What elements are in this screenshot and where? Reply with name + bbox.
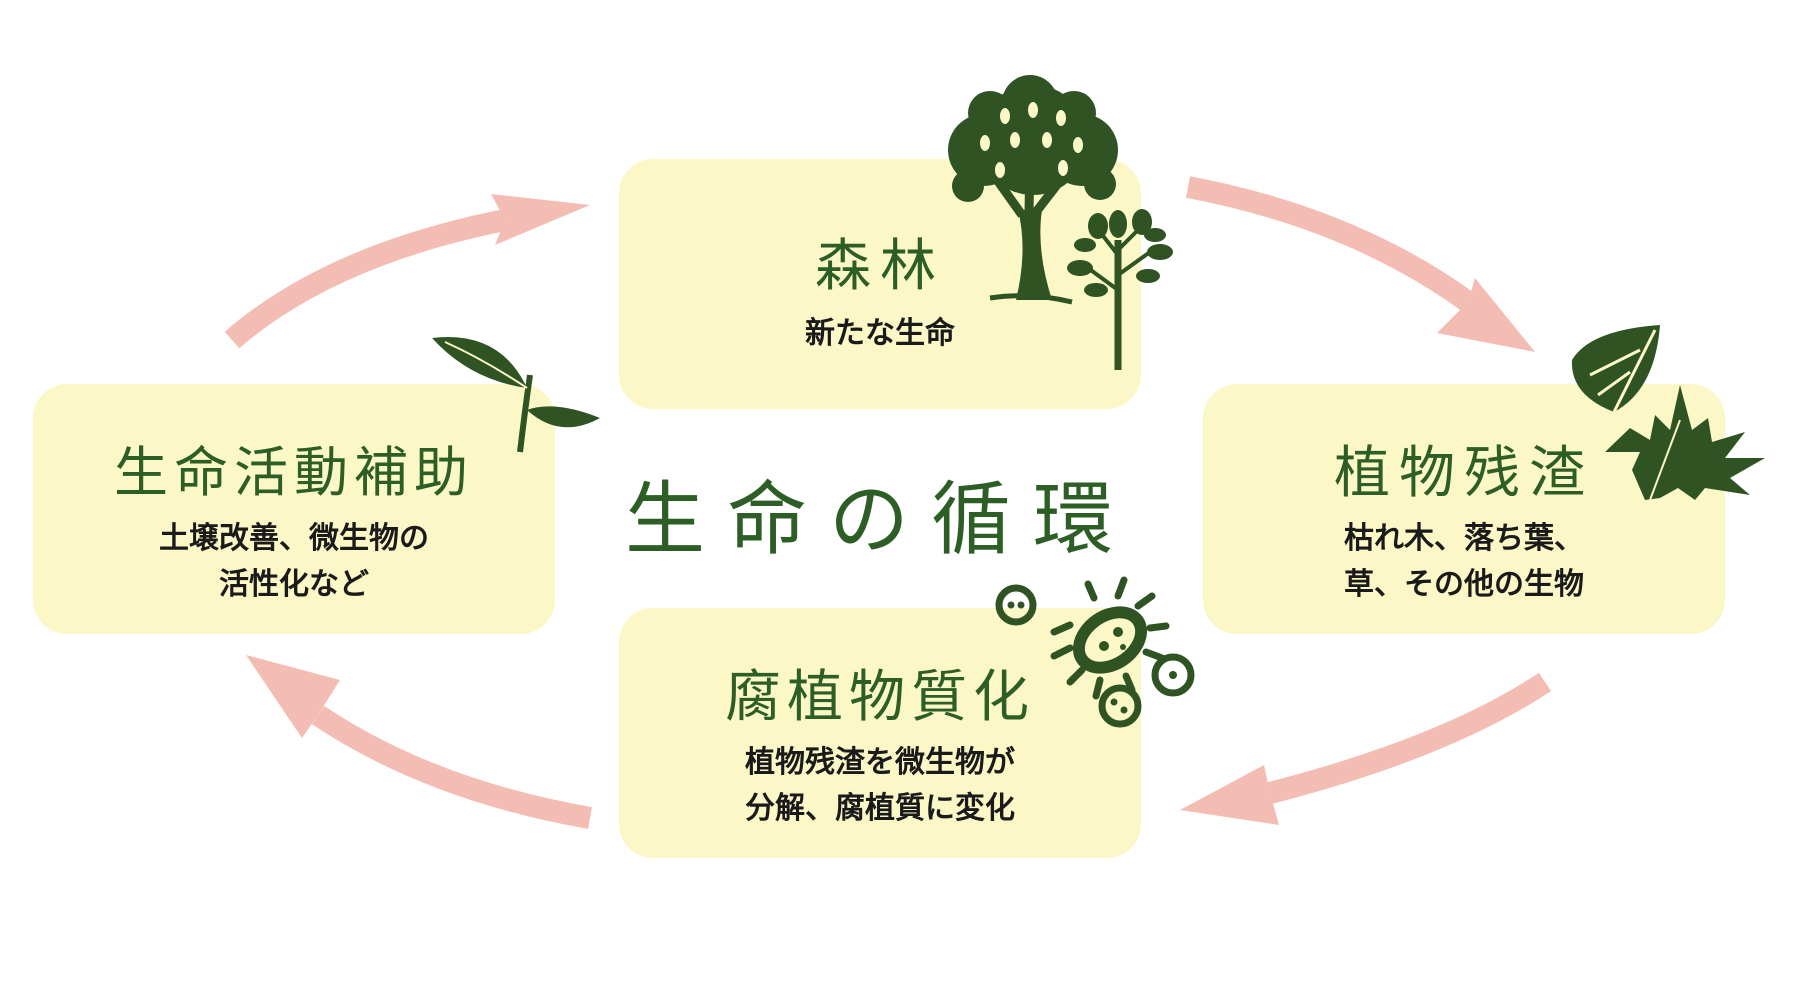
- node-support-desc-line-2: 活性化など: [219, 567, 369, 602]
- arrow-humus-to-support: [311, 705, 592, 829]
- sprout-icon: [432, 337, 600, 453]
- arrow-residue-to-humus: [1267, 672, 1552, 804]
- arrowhead-support-to-forest: [491, 194, 590, 245]
- maple-leaf-icon: [1605, 385, 1765, 501]
- sapling-icon: [1067, 209, 1173, 370]
- node-residue-desc: 枯れ木、落ち葉、 草、その他の生物: [1203, 516, 1725, 608]
- arrow-forest-to-residue: [1185, 176, 1475, 311]
- node-residue-title: 植物残渣: [1334, 441, 1594, 506]
- node-forest-desc-line-1: 新たな生命: [805, 316, 955, 351]
- arrow-support-to-forest: [224, 209, 508, 349]
- node-humus-desc-line-1: 植物残渣を微生物が: [745, 745, 1015, 780]
- microbe-icon: [995, 576, 1195, 728]
- leaf-icon: [1571, 325, 1660, 413]
- center-title: 生命の循環: [625, 473, 1135, 566]
- node-support-desc-line-1: 土壌改善、微生物の: [159, 521, 429, 556]
- node-humus-title: 腐植物質化: [725, 665, 1035, 730]
- arrowhead-forest-to-residue: [1437, 278, 1535, 352]
- node-support-title: 生命活動補助: [114, 441, 474, 504]
- node-support-desc: 土壌改善、微生物の 活性化など: [33, 516, 555, 608]
- node-residue: 植物残渣 枯れ木、落ち葉、 草、その他の生物: [1203, 384, 1725, 634]
- arrowhead-humus-to-support: [246, 655, 340, 738]
- node-forest: 森林 新たな生命: [619, 159, 1141, 409]
- node-forest-desc: 新たな生命: [619, 311, 1141, 357]
- node-humus: 腐植物質化 植物残渣を微生物が 分解、腐植質に変化: [619, 608, 1141, 858]
- node-humus-desc: 植物残渣を微生物が 分解、腐植質に変化: [619, 740, 1141, 832]
- node-support: 生命活動補助 土壌改善、微生物の 活性化など: [33, 384, 555, 634]
- node-humus-desc-line-2: 分解、腐植質に変化: [745, 791, 1015, 826]
- node-forest-title: 森林: [815, 234, 945, 299]
- tree-icon: [948, 75, 1118, 305]
- node-residue-desc-line-2: 草、その他の生物: [1344, 567, 1584, 602]
- arrowhead-residue-to-humus: [1180, 765, 1279, 825]
- node-residue-desc-line-1: 枯れ木、落ち葉、: [1344, 521, 1584, 556]
